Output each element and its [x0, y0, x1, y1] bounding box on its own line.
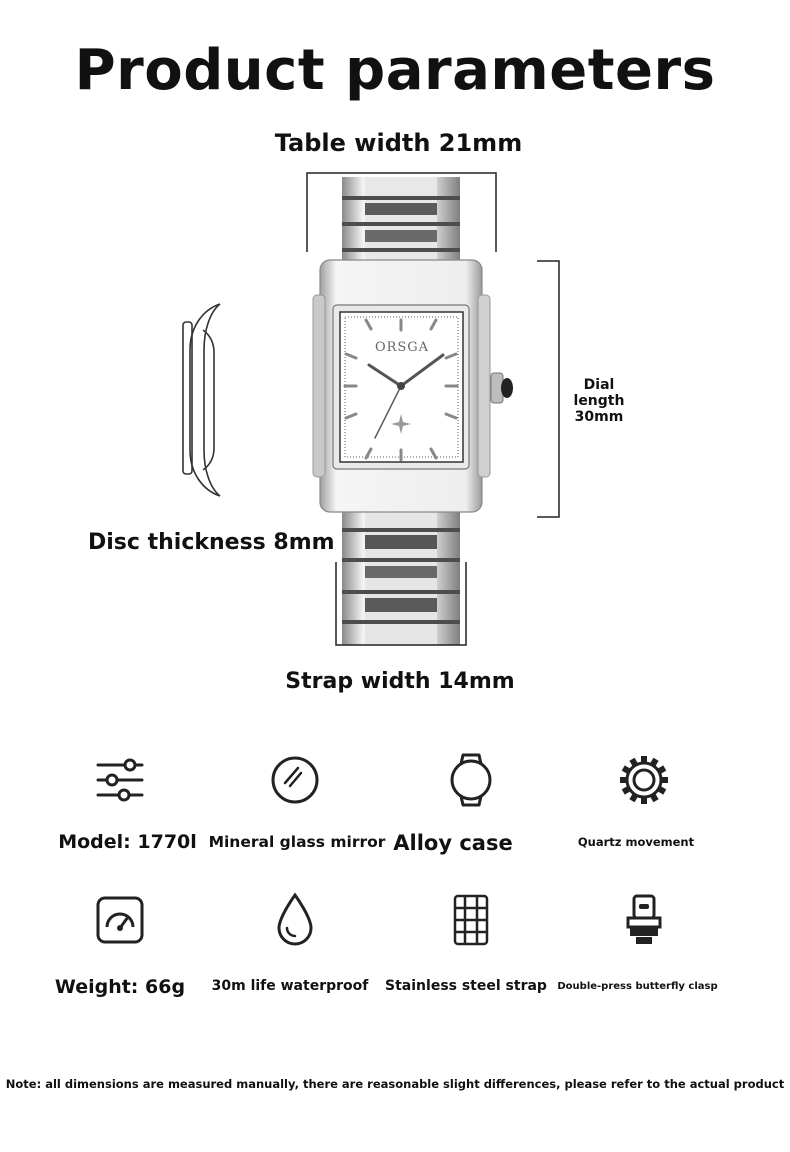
feature-label-glass: Mineral glass mirror [208, 833, 386, 851]
side-profile [182, 303, 221, 497]
dial-length-label: Dial length 30mm [570, 377, 628, 425]
table-width-label: Table width 21mm [274, 129, 523, 157]
water-drop-icon [277, 892, 313, 946]
brand-logo: ORSGA [375, 340, 429, 355]
footnote: Note: all dimensions are measured manual… [5, 1077, 785, 1091]
glass-icon [271, 756, 319, 804]
lower-bracelet [342, 508, 460, 645]
feature-label-case: Alloy case [393, 831, 513, 855]
feature-label-clasp: Double-press butterfly clasp [557, 981, 718, 992]
gauge-icon [96, 896, 144, 944]
table-width-bracket [306, 172, 497, 252]
watch-illustration: ORSGA [182, 172, 560, 646]
clasp-icon [626, 894, 662, 944]
gear-icon [620, 756, 668, 804]
feature-label-strap: Stainless steel strap [385, 978, 547, 994]
feature-label-waterproof: 30m life waterproof [211, 978, 369, 994]
page-title: Product parameters [74, 38, 716, 103]
strap-width-label: Strap width 14mm [285, 669, 515, 694]
steel-strap-icon [453, 894, 489, 946]
feature-label-model: Model: 1770l [58, 831, 197, 853]
upper-bracelet [342, 177, 460, 265]
feature-label-weight: Weight: 66g [54, 976, 186, 998]
watch-case-icon [450, 753, 492, 807]
dial-length-bracket [537, 260, 560, 518]
disc-thickness-label: Disc thickness 8mm [88, 530, 335, 555]
dial-length-line-3: 30mm [574, 409, 624, 425]
strap-width-bracket [335, 562, 467, 646]
feature-label-movement: Quartz movement [577, 835, 695, 849]
dial-length-line-2: length [573, 393, 625, 409]
watch-case: ORSGA [312, 259, 513, 513]
sliders-icon [96, 758, 144, 802]
dial-length-line-1: Dial [583, 377, 615, 393]
